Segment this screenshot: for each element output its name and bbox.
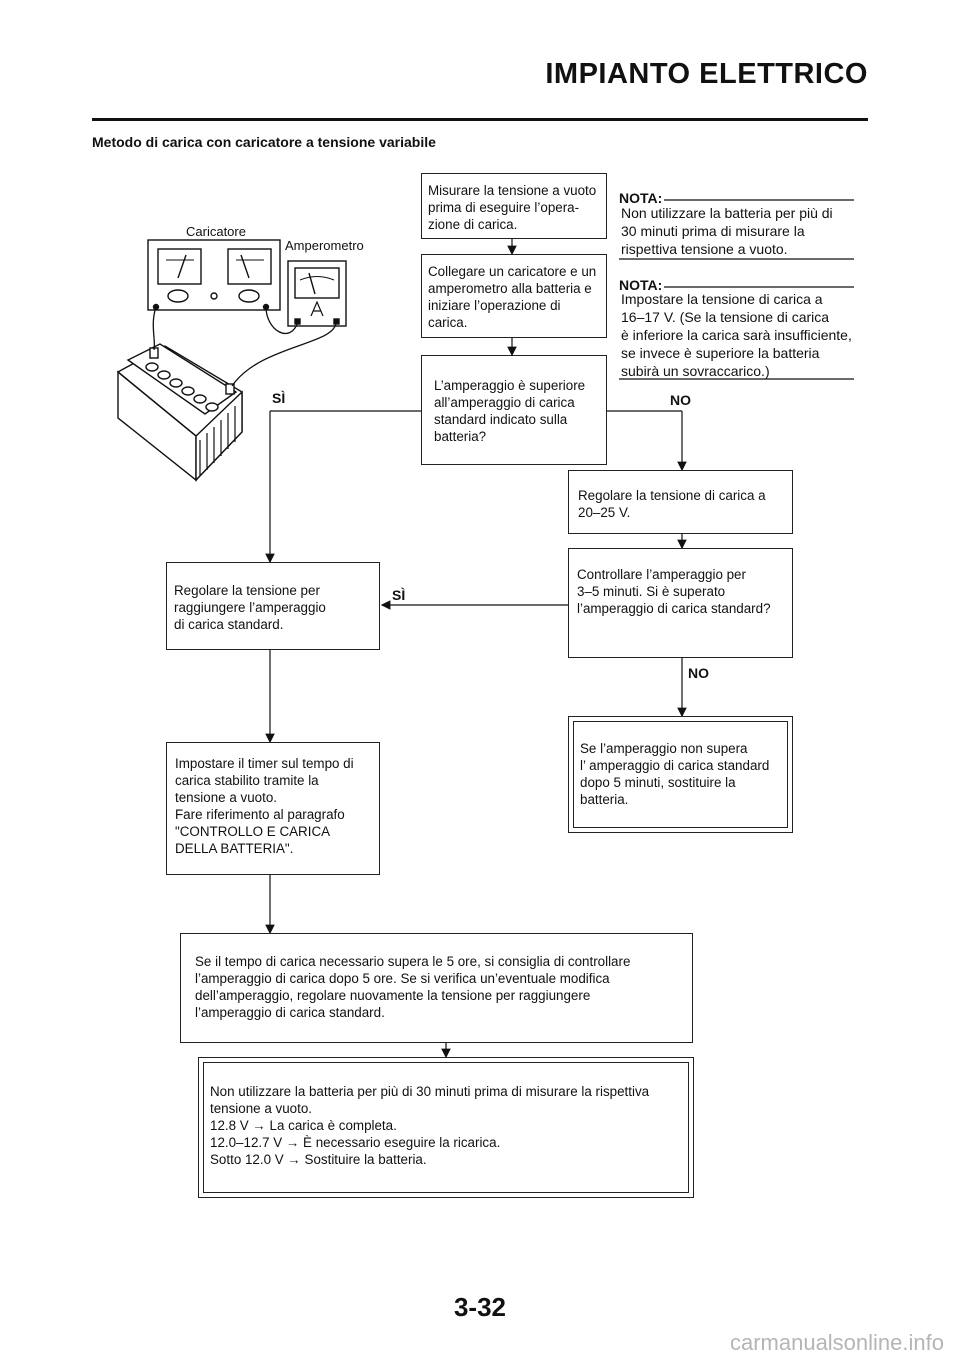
- step-measure-voltage: Misurare la tensione a vuoto prima di es…: [421, 173, 607, 239]
- note-2-body: Impostare la tensione di carica a 16–17 …: [621, 291, 852, 379]
- step-set-timer: Impostare il timer sul tempo di carica s…: [166, 742, 380, 875]
- battery-illustration: [116, 343, 243, 482]
- charger-cables: [152, 306, 337, 387]
- step-set-voltage-20-25-text: Regolare la tensione di carica a 20–25 V…: [578, 488, 766, 520]
- charger-illustration: [147, 239, 281, 311]
- section-subtitle: Metodo di carica con caricatore a tensio…: [92, 134, 436, 150]
- header-rule: [92, 118, 868, 121]
- charger-label: Caricatore: [186, 224, 246, 239]
- final-voltage-note-text: Non utilizzare la batteria per più di 30…: [210, 1084, 650, 1167]
- label-no-2: NO: [688, 665, 709, 681]
- step-replace-battery: Se l’amperaggio non supera l’ amperaggio…: [568, 716, 793, 833]
- decision-current-above-standard: L’amperaggio è superiore all’amperaggio …: [421, 355, 607, 465]
- page-number: 3-32: [453, 1292, 507, 1322]
- step-replace-battery-text: Se l’amperaggio non supera l’ amperaggio…: [580, 741, 770, 807]
- decision-check-3-5-minutes: Controllare l’amperaggio per 3–5 minuti.…: [568, 548, 793, 658]
- watermark: carmanualsonline.info: [729, 1330, 944, 1355]
- note-2-heading: NOTA:: [619, 277, 663, 293]
- note-1-heading: NOTA:: [619, 190, 663, 206]
- step-over-5-hours: Se il tempo di carica necessario supera …: [180, 933, 693, 1043]
- ammeter-label: Amperometro: [285, 238, 364, 253]
- step-connect-charger-text: Collegare un caricatore e un amperometro…: [428, 264, 597, 330]
- final-voltage-note: Non utilizzare la batteria per più di 30…: [198, 1057, 694, 1198]
- label-yes-1: SÌ: [272, 390, 286, 406]
- step-over-5-hours-text: Se il tempo di carica necessario supera …: [195, 954, 631, 1020]
- page-title: IMPIANTO ELETTRICO: [545, 58, 868, 90]
- label-yes-2: SÌ: [392, 587, 406, 603]
- step-set-timer-text: Impostare il timer sul tempo di carica s…: [175, 756, 354, 856]
- step-measure-voltage-text: Misurare la tensione a vuoto prima di es…: [428, 183, 597, 232]
- note-1-body: Non utilizzare la batteria per più di 30…: [621, 205, 833, 257]
- decision-current-above-standard-text: L’amperaggio è superiore all’amperaggio …: [434, 378, 586, 444]
- label-no-1: NO: [670, 392, 691, 408]
- step-adjust-voltage-text: Regolare la tensione per raggiungere l’a…: [174, 583, 326, 632]
- ammeter-illustration: [287, 260, 347, 327]
- step-adjust-voltage: Regolare la tensione per raggiungere l’a…: [166, 562, 380, 650]
- decision-check-3-5-minutes-text: Controllare l’amperaggio per 3–5 minuti.…: [577, 567, 771, 616]
- step-connect-charger: Collegare un caricatore e un amperometro…: [421, 254, 607, 338]
- step-set-voltage-20-25: Regolare la tensione di carica a 20–25 V…: [568, 470, 793, 534]
